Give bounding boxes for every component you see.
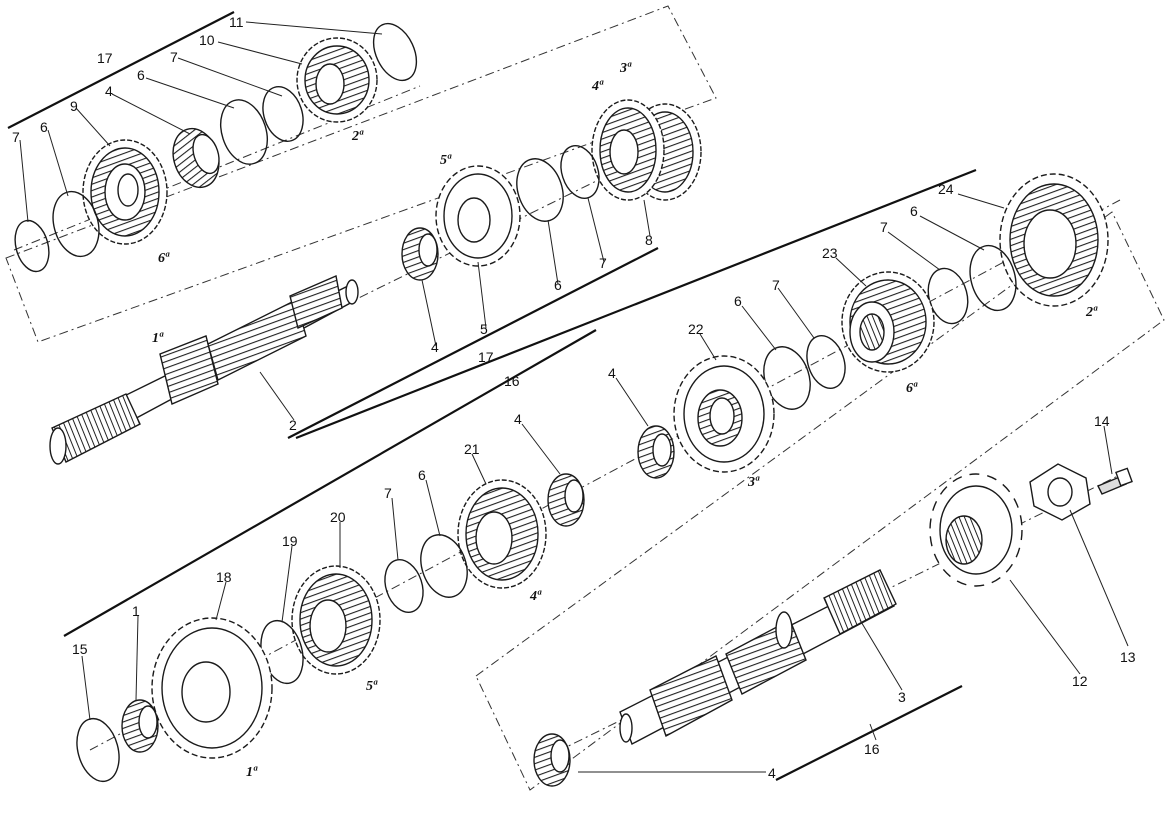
washer-6-lower-right <box>969 244 1017 312</box>
gear-label-6a-top: 6ª <box>158 251 170 266</box>
sprocket-12 <box>929 473 1023 587</box>
gear-label-4a-top: 4ª <box>591 79 604 94</box>
needle-bearing-4-upper <box>172 127 220 189</box>
callout-2-shaft: 2 <box>289 417 297 433</box>
callout-11-top: 11 <box>229 14 244 30</box>
callout-20: 20 <box>330 509 346 525</box>
shaft-2 <box>49 275 359 465</box>
lower-shaft-envelope <box>475 211 1165 791</box>
circlip-7-lower-left <box>384 559 424 613</box>
bolt-14 <box>1097 467 1133 495</box>
callout-16-upper: 16 <box>504 373 520 389</box>
circlip-7-lower-mid <box>806 335 846 389</box>
gear-18 <box>151 617 273 759</box>
callout-5-mid: 5 <box>480 321 488 337</box>
callout-13: 13 <box>1120 649 1136 665</box>
gear-10 <box>296 37 378 123</box>
needle-bearing-4-lower-b <box>547 473 585 527</box>
gear-20 <box>291 565 381 675</box>
callout-4-center: 4 <box>608 365 616 381</box>
callout-17-mid: 17 <box>478 349 494 365</box>
washer-6-far-left <box>52 190 100 258</box>
retainer-plate-13 <box>1029 463 1091 521</box>
callout-7-left: 7 <box>12 129 20 145</box>
callout-6-mid: 6 <box>554 277 562 293</box>
circlip-11 <box>372 22 418 82</box>
washer-6-upper-mid <box>516 158 564 222</box>
gear-label-1a-lower: 1ª <box>246 765 258 780</box>
callout-6-right: 6 <box>910 203 918 219</box>
needle-bearing-4-mid <box>401 227 439 281</box>
callout-6-left: 6 <box>40 119 48 135</box>
washer-6-upper <box>220 99 268 165</box>
gear-label-2a-lower: 2ª <box>1085 305 1098 320</box>
circlip-7-upper <box>262 86 304 142</box>
gear-24 <box>999 173 1109 307</box>
gear-label-3a-lower: 3ª <box>747 475 760 490</box>
callout-6-top: 6 <box>137 67 145 83</box>
callout-23: 23 <box>822 245 838 261</box>
gear-5 <box>435 165 521 267</box>
callout-labels: 11 10 17 7 6 4 9 6 7 5 4 17 6 7 8 2 16 2… <box>12 14 1136 781</box>
callout-9-top: 9 <box>70 98 78 114</box>
callout-4-top: 4 <box>105 83 113 99</box>
callout-8-mid: 8 <box>645 232 653 248</box>
upper-shaft-envelope <box>5 5 717 343</box>
gear-label-5a-top: 5ª <box>440 153 452 168</box>
needle-bearing-4-lower-a <box>637 425 675 479</box>
gear-22 <box>673 355 775 473</box>
washer-15 <box>76 717 120 783</box>
callout-7-center: 7 <box>772 277 780 293</box>
callout-10-top: 10 <box>199 32 215 48</box>
needle-bearing-1 <box>121 699 159 753</box>
washer-6-lower-left <box>420 534 468 598</box>
gear-9 <box>82 139 168 245</box>
callout-7-right: 7 <box>880 219 888 235</box>
gear-label-1a-shaft: 1ª <box>152 331 164 346</box>
callout-4-output: 4 <box>768 765 776 781</box>
circlip-7-upper-mid <box>560 145 600 199</box>
leader-lines <box>19 21 1129 773</box>
callout-16-lower: 16 <box>864 741 880 757</box>
callout-17-top: 17 <box>97 50 113 66</box>
needle-bearing-4-output <box>533 733 571 787</box>
callout-7-lower: 7 <box>384 485 392 501</box>
callout-15: 15 <box>72 641 88 657</box>
callout-18: 18 <box>216 569 232 585</box>
assembly-brackets <box>7 11 977 781</box>
callout-4-mid: 4 <box>431 339 439 355</box>
callout-1: 1 <box>132 603 140 619</box>
circlip-7-far-left <box>14 219 50 273</box>
callout-21: 21 <box>464 441 480 457</box>
callout-6-lower: 6 <box>418 467 426 483</box>
callout-24: 24 <box>938 181 954 197</box>
callout-7-mid: 7 <box>599 255 607 271</box>
shaft-3 <box>619 569 897 745</box>
gear-label-6a-lower: 6ª <box>906 381 918 396</box>
callout-6-center: 6 <box>734 293 742 309</box>
gear-8-cluster <box>591 99 702 201</box>
gear-ratio-labels: 2ª 4ª 3ª 5ª 6ª 1ª 6ª 2ª 3ª 4ª 5ª 1ª <box>152 61 1098 780</box>
gear-label-2a-top: 2ª <box>351 129 364 144</box>
callout-12: 12 <box>1072 673 1088 689</box>
callout-22: 22 <box>688 321 704 337</box>
gear-21 <box>457 479 547 589</box>
gear-label-3a-top: 3ª <box>619 61 632 76</box>
callout-4-center-left: 4 <box>514 411 522 427</box>
callout-19: 19 <box>282 533 298 549</box>
gear-23 <box>841 271 935 373</box>
callout-14: 14 <box>1094 413 1110 429</box>
callout-3: 3 <box>898 689 906 705</box>
gear-label-4a-lower: 4ª <box>529 589 542 604</box>
gear-label-5a-lower: 5ª <box>366 679 378 694</box>
callout-7-top: 7 <box>170 49 178 65</box>
